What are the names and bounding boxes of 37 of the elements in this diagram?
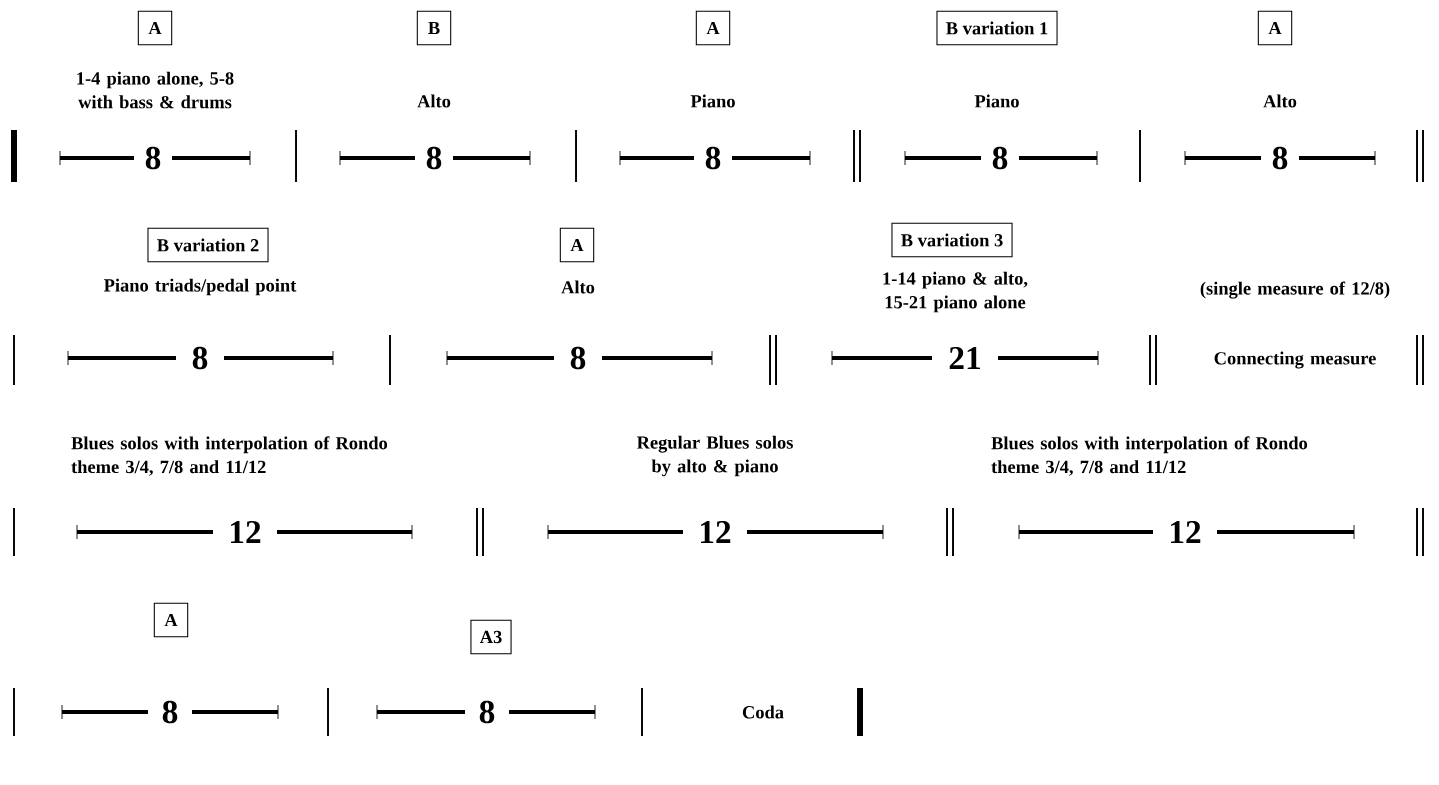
section-box: A — [559, 227, 595, 263]
measure-count: 8 — [192, 346, 208, 370]
section-description: Alto — [417, 94, 451, 108]
section-description: Connecting measure — [1214, 351, 1376, 369]
section-box: B — [416, 10, 452, 46]
section-box: A — [153, 602, 189, 638]
measure-count: 8 — [705, 146, 721, 170]
section-box: A — [1257, 10, 1293, 46]
measure-count: 8 — [1272, 146, 1288, 170]
section-description: 1-4 piano alone, 5-8 with bass & drums — [77, 71, 234, 109]
section-box: B variation 3 — [891, 222, 1013, 258]
section-description: Alto — [1263, 94, 1297, 108]
section-description: Blues solos with interpolation of Rondo theme 3/4, 7/8 and 11/12 — [71, 436, 388, 476]
section-box: B variation 2 — [147, 227, 269, 263]
section-description: Piano — [690, 94, 735, 108]
section-description: Regular Blues solos by alto & piano — [636, 435, 793, 477]
measure-count: 21 — [949, 346, 980, 370]
section-description: Alto — [561, 280, 595, 294]
section-description: Coda — [742, 705, 784, 719]
measure-count: 8 — [570, 346, 586, 370]
section-description: Piano — [974, 94, 1019, 108]
measure-count: 8 — [479, 700, 495, 724]
measure-count: 8 — [162, 700, 178, 724]
section-description: 1-14 piano & alto, 15-21 piano alone — [883, 271, 1028, 313]
measure-count: 12 — [1171, 520, 1201, 544]
measure-count: 8 — [426, 146, 442, 170]
section-description: Piano triads/pedal point — [103, 278, 297, 296]
section-box: A — [137, 10, 173, 46]
section-box: A3 — [470, 619, 512, 655]
section-description: Blues solos with interpolation of Rondo theme 3/4, 7/8 and 11/12 — [991, 436, 1308, 476]
measure-count: 8 — [992, 146, 1008, 170]
measure-count: 12 — [701, 520, 731, 544]
measure-count: 8 — [145, 146, 161, 170]
section-description: (single measure of 12/8) — [1200, 281, 1390, 299]
section-box: B variation 1 — [936, 10, 1058, 46]
section-box: A — [695, 10, 731, 46]
measure-count: 12 — [231, 520, 261, 544]
